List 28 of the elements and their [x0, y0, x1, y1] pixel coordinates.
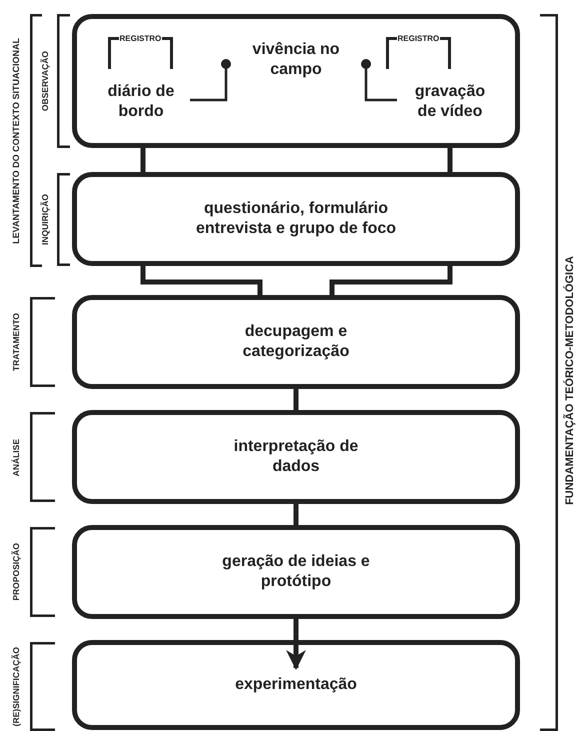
bracket-label: FUNDAMENTAÇÃO TEÓRICO-METODOLÓGICA — [540, 14, 576, 731]
bracket-label: LEVANTAMENTO DO CONTEXTO SITUACIONAL — [11, 14, 42, 267]
process-box: questionário, formulário entrevista e grupo de foco — [72, 172, 520, 266]
bracket-label: ANÁLISE — [11, 412, 55, 502]
connector-line — [294, 504, 298, 525]
step-label: diário de bordo — [100, 80, 182, 124]
bracket-label: REGISTRO — [386, 37, 451, 69]
bracket-label: (RE)SIGNIFICAÇÃO — [11, 642, 55, 731]
bracket-label: INQUIRIÇÃO — [40, 173, 70, 266]
bracket-label: PROPOSIÇÃO — [11, 527, 55, 617]
step-label: vivência no campo — [248, 38, 344, 82]
leader-line — [190, 59, 231, 102]
arrow — [286, 619, 306, 670]
leader-line — [361, 59, 397, 102]
connector-line — [448, 148, 452, 172]
process-box — [72, 14, 520, 148]
bracket-label: TRATAMENTO — [11, 297, 55, 387]
process-box: experimentação — [72, 640, 520, 730]
bracket-label: OBSERVAÇÃO — [40, 14, 70, 148]
process-box: interpretação de dados — [72, 410, 520, 504]
process-box: geração de ideias e protótipo — [72, 525, 520, 619]
process-box: decupagem e categorização — [72, 295, 520, 389]
step-label: gravação de vídeo — [405, 80, 495, 124]
connector-line — [140, 266, 262, 295]
connector-line — [294, 389, 298, 410]
connector-line — [330, 266, 452, 295]
bracket-label: REGISTRO — [108, 37, 173, 69]
connector-line — [140, 148, 146, 172]
